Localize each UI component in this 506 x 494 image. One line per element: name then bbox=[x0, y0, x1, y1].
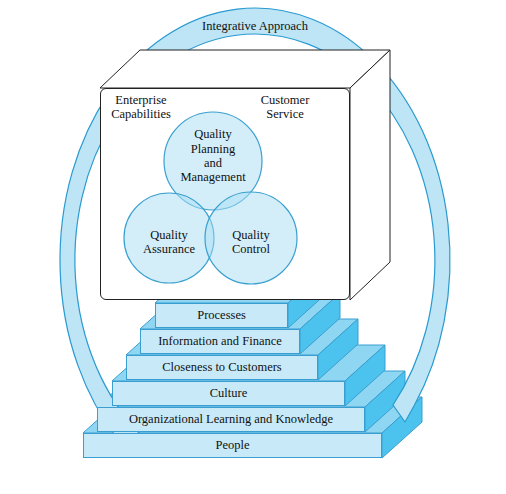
ring-label-slot: Integrative Approach bbox=[150, 19, 360, 33]
cube-front-face: Enterprise Capabilities Customer ServiceQ… bbox=[100, 88, 350, 300]
cube-heading: Enterprise Capabilities bbox=[111, 93, 171, 122]
foundation-step: Information and Finance bbox=[140, 329, 300, 354]
cube-heading: Customer Service bbox=[261, 93, 310, 122]
step-label: Closeness to Customers bbox=[162, 360, 281, 374]
circle-label: Quality Assurance bbox=[143, 228, 195, 257]
circle-label: Quality Planning and Management bbox=[180, 127, 245, 185]
cube-right-face bbox=[350, 50, 390, 300]
cube-heading-slot: Customer Service bbox=[248, 93, 322, 122]
step-label: Organizational Learning and Knowledge bbox=[129, 412, 333, 426]
step-label: Processes bbox=[197, 308, 246, 322]
step-label: People bbox=[215, 438, 249, 452]
integrative-ring bbox=[60, 8, 450, 440]
circle-label: Quality Control bbox=[232, 228, 270, 257]
step-label: Information and Finance bbox=[158, 334, 282, 348]
quality-circle: Quality Control bbox=[204, 191, 298, 285]
step-label: Culture bbox=[210, 386, 248, 400]
circle-shape bbox=[124, 193, 214, 283]
step-side bbox=[345, 345, 385, 406]
quality-circle: Quality Assurance bbox=[123, 192, 215, 284]
cube-top-face bbox=[100, 50, 390, 88]
ring-label: Integrative Approach bbox=[150, 19, 360, 33]
foundation-step: Closeness to Customers bbox=[126, 355, 318, 380]
cube-heading-slot: Enterprise Capabilities bbox=[103, 93, 179, 122]
foundation-step: Organizational Learning and Knowledge bbox=[97, 407, 365, 432]
foundation-step: Processes bbox=[155, 303, 288, 328]
foundation-step: Culture bbox=[112, 381, 345, 406]
circle-shape bbox=[205, 192, 297, 284]
foundation-step: People bbox=[83, 433, 382, 458]
